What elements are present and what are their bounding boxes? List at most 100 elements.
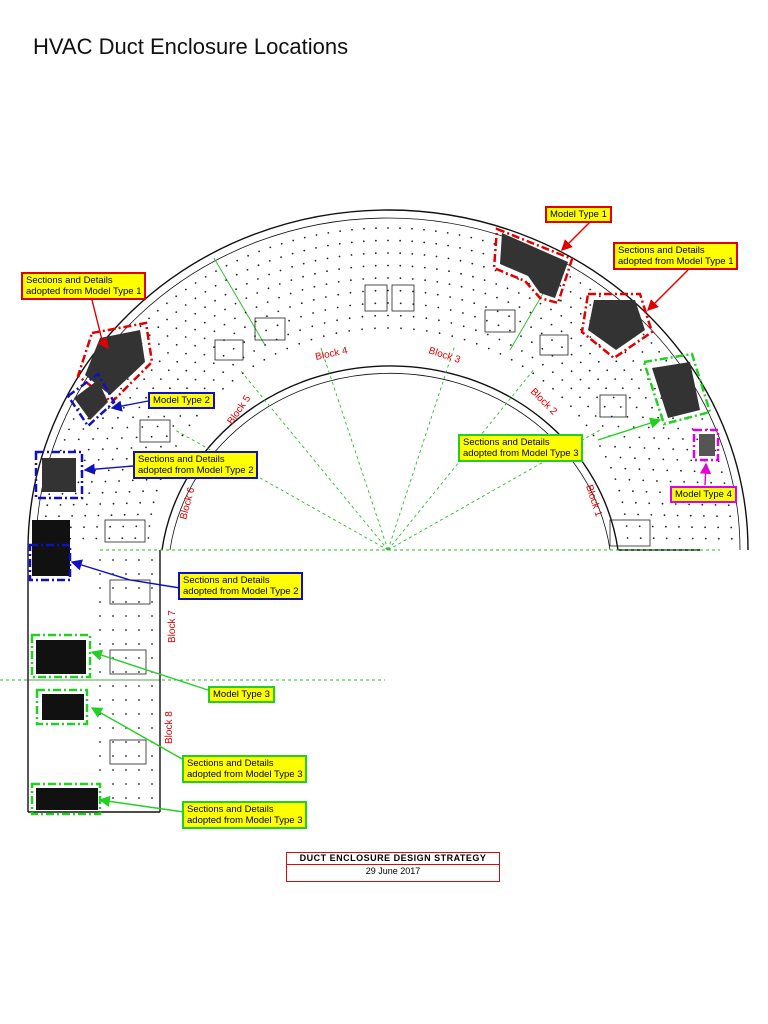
grid-dot	[714, 504, 717, 506]
grid-dot	[460, 272, 462, 275]
grid-dot	[518, 306, 521, 308]
grid-dot	[570, 387, 573, 390]
grid-dot	[424, 291, 427, 294]
grid-dot	[411, 253, 414, 255]
grid-dot	[213, 330, 216, 333]
block-2-label: Block 2	[528, 386, 559, 417]
grid-dot	[653, 437, 655, 439]
grid-dot	[166, 318, 169, 321]
grid-dot	[550, 323, 553, 326]
grid-dot	[267, 287, 270, 290]
grid-dot	[499, 353, 502, 355]
grid-dot	[266, 315, 268, 318]
grid-dot	[615, 360, 618, 363]
grid-dot	[657, 416, 659, 419]
grid-dot	[632, 490, 634, 493]
grid-dot	[59, 504, 62, 506]
page-title: HVAC Duct Enclosure Locations	[33, 34, 349, 59]
grid-dot	[423, 241, 426, 244]
grid-dot	[277, 310, 280, 313]
grid-dot	[163, 415, 166, 418]
grid-dot	[579, 312, 582, 315]
grid-dot	[222, 371, 225, 373]
grid-dot	[148, 317, 150, 320]
grid-dot	[120, 387, 122, 390]
grid-dot	[485, 306, 487, 308]
grid-dot	[412, 315, 415, 318]
grid-dot	[151, 629, 153, 631]
grid-dot	[661, 502, 664, 505]
grid-dot	[678, 537, 681, 540]
callout-text: Sections and Details	[463, 437, 550, 448]
grid-dot	[400, 327, 402, 330]
grid-dot	[155, 489, 158, 492]
grid-dot	[598, 295, 601, 298]
grid-dot	[447, 244, 449, 247]
grid-dot	[399, 277, 402, 280]
grid-dot	[138, 657, 140, 659]
grid-dot	[585, 424, 588, 427]
grid-dot	[302, 262, 305, 265]
grid-dot	[112, 741, 114, 743]
grid-dot	[150, 369, 153, 371]
grid-dot	[303, 236, 306, 239]
grid-dot	[138, 559, 140, 561]
grid-dot	[542, 363, 544, 366]
grid-dot	[280, 242, 283, 245]
grid-dot	[152, 501, 155, 504]
grid-dot	[448, 270, 450, 273]
grid-dot	[313, 285, 316, 288]
grid-dot	[138, 755, 140, 757]
grid-dot	[68, 428, 70, 431]
grid-dot	[387, 327, 389, 329]
zone-model-type-4	[692, 428, 720, 462]
grid-dot	[326, 257, 329, 260]
grid-dot	[96, 427, 99, 430]
grid-dot	[665, 359, 668, 362]
grid-dot	[148, 334, 151, 337]
grid-dot	[194, 328, 197, 331]
grid-dot	[203, 370, 206, 373]
grid-dot	[102, 417, 104, 420]
grid-dot	[179, 415, 182, 417]
grid-dot	[689, 514, 692, 517]
grid-dot	[411, 227, 413, 230]
grid-dot	[362, 253, 365, 255]
grid-dot	[701, 503, 704, 506]
grid-dot	[138, 741, 140, 743]
callout-text: Model Type 2	[153, 395, 210, 406]
block-7-label: Block 7	[167, 610, 178, 643]
grid-dot	[225, 279, 227, 281]
grid-dot	[638, 436, 641, 439]
grid-dot	[399, 239, 401, 242]
grid-dot	[507, 301, 510, 303]
grid-dot	[232, 363, 235, 366]
grid-dot	[181, 434, 184, 437]
grid-dot	[138, 685, 140, 687]
grid-dot	[300, 315, 302, 318]
grid-dot	[214, 284, 217, 287]
grid-dot	[291, 252, 294, 255]
callout-model-type-4: Model Type 4	[670, 486, 737, 503]
callout-model-type-1: Model Type 1	[545, 206, 612, 223]
grid-dot	[150, 435, 153, 438]
grid-dot	[447, 257, 450, 260]
grid-dot	[160, 445, 162, 448]
grid-dot	[723, 482, 726, 484]
grid-dot	[588, 369, 591, 372]
grid-dot	[628, 478, 631, 481]
grid-dot	[337, 293, 340, 296]
grid-dot	[531, 356, 534, 359]
callout-text: Sections and Details	[187, 758, 274, 769]
grid-dot	[97, 514, 100, 517]
grid-dot	[411, 278, 414, 280]
grid-dot	[561, 396, 564, 399]
callout-sections-type-2-lower: Sections and Details adopted from Model …	[178, 572, 304, 600]
grid-dot	[696, 481, 699, 484]
grid-dot	[151, 755, 153, 757]
grid-dot	[532, 372, 535, 375]
grid-dot	[623, 435, 626, 438]
grid-dot	[520, 335, 522, 337]
grid-dot	[704, 526, 706, 529]
grid-dot	[125, 615, 127, 617]
